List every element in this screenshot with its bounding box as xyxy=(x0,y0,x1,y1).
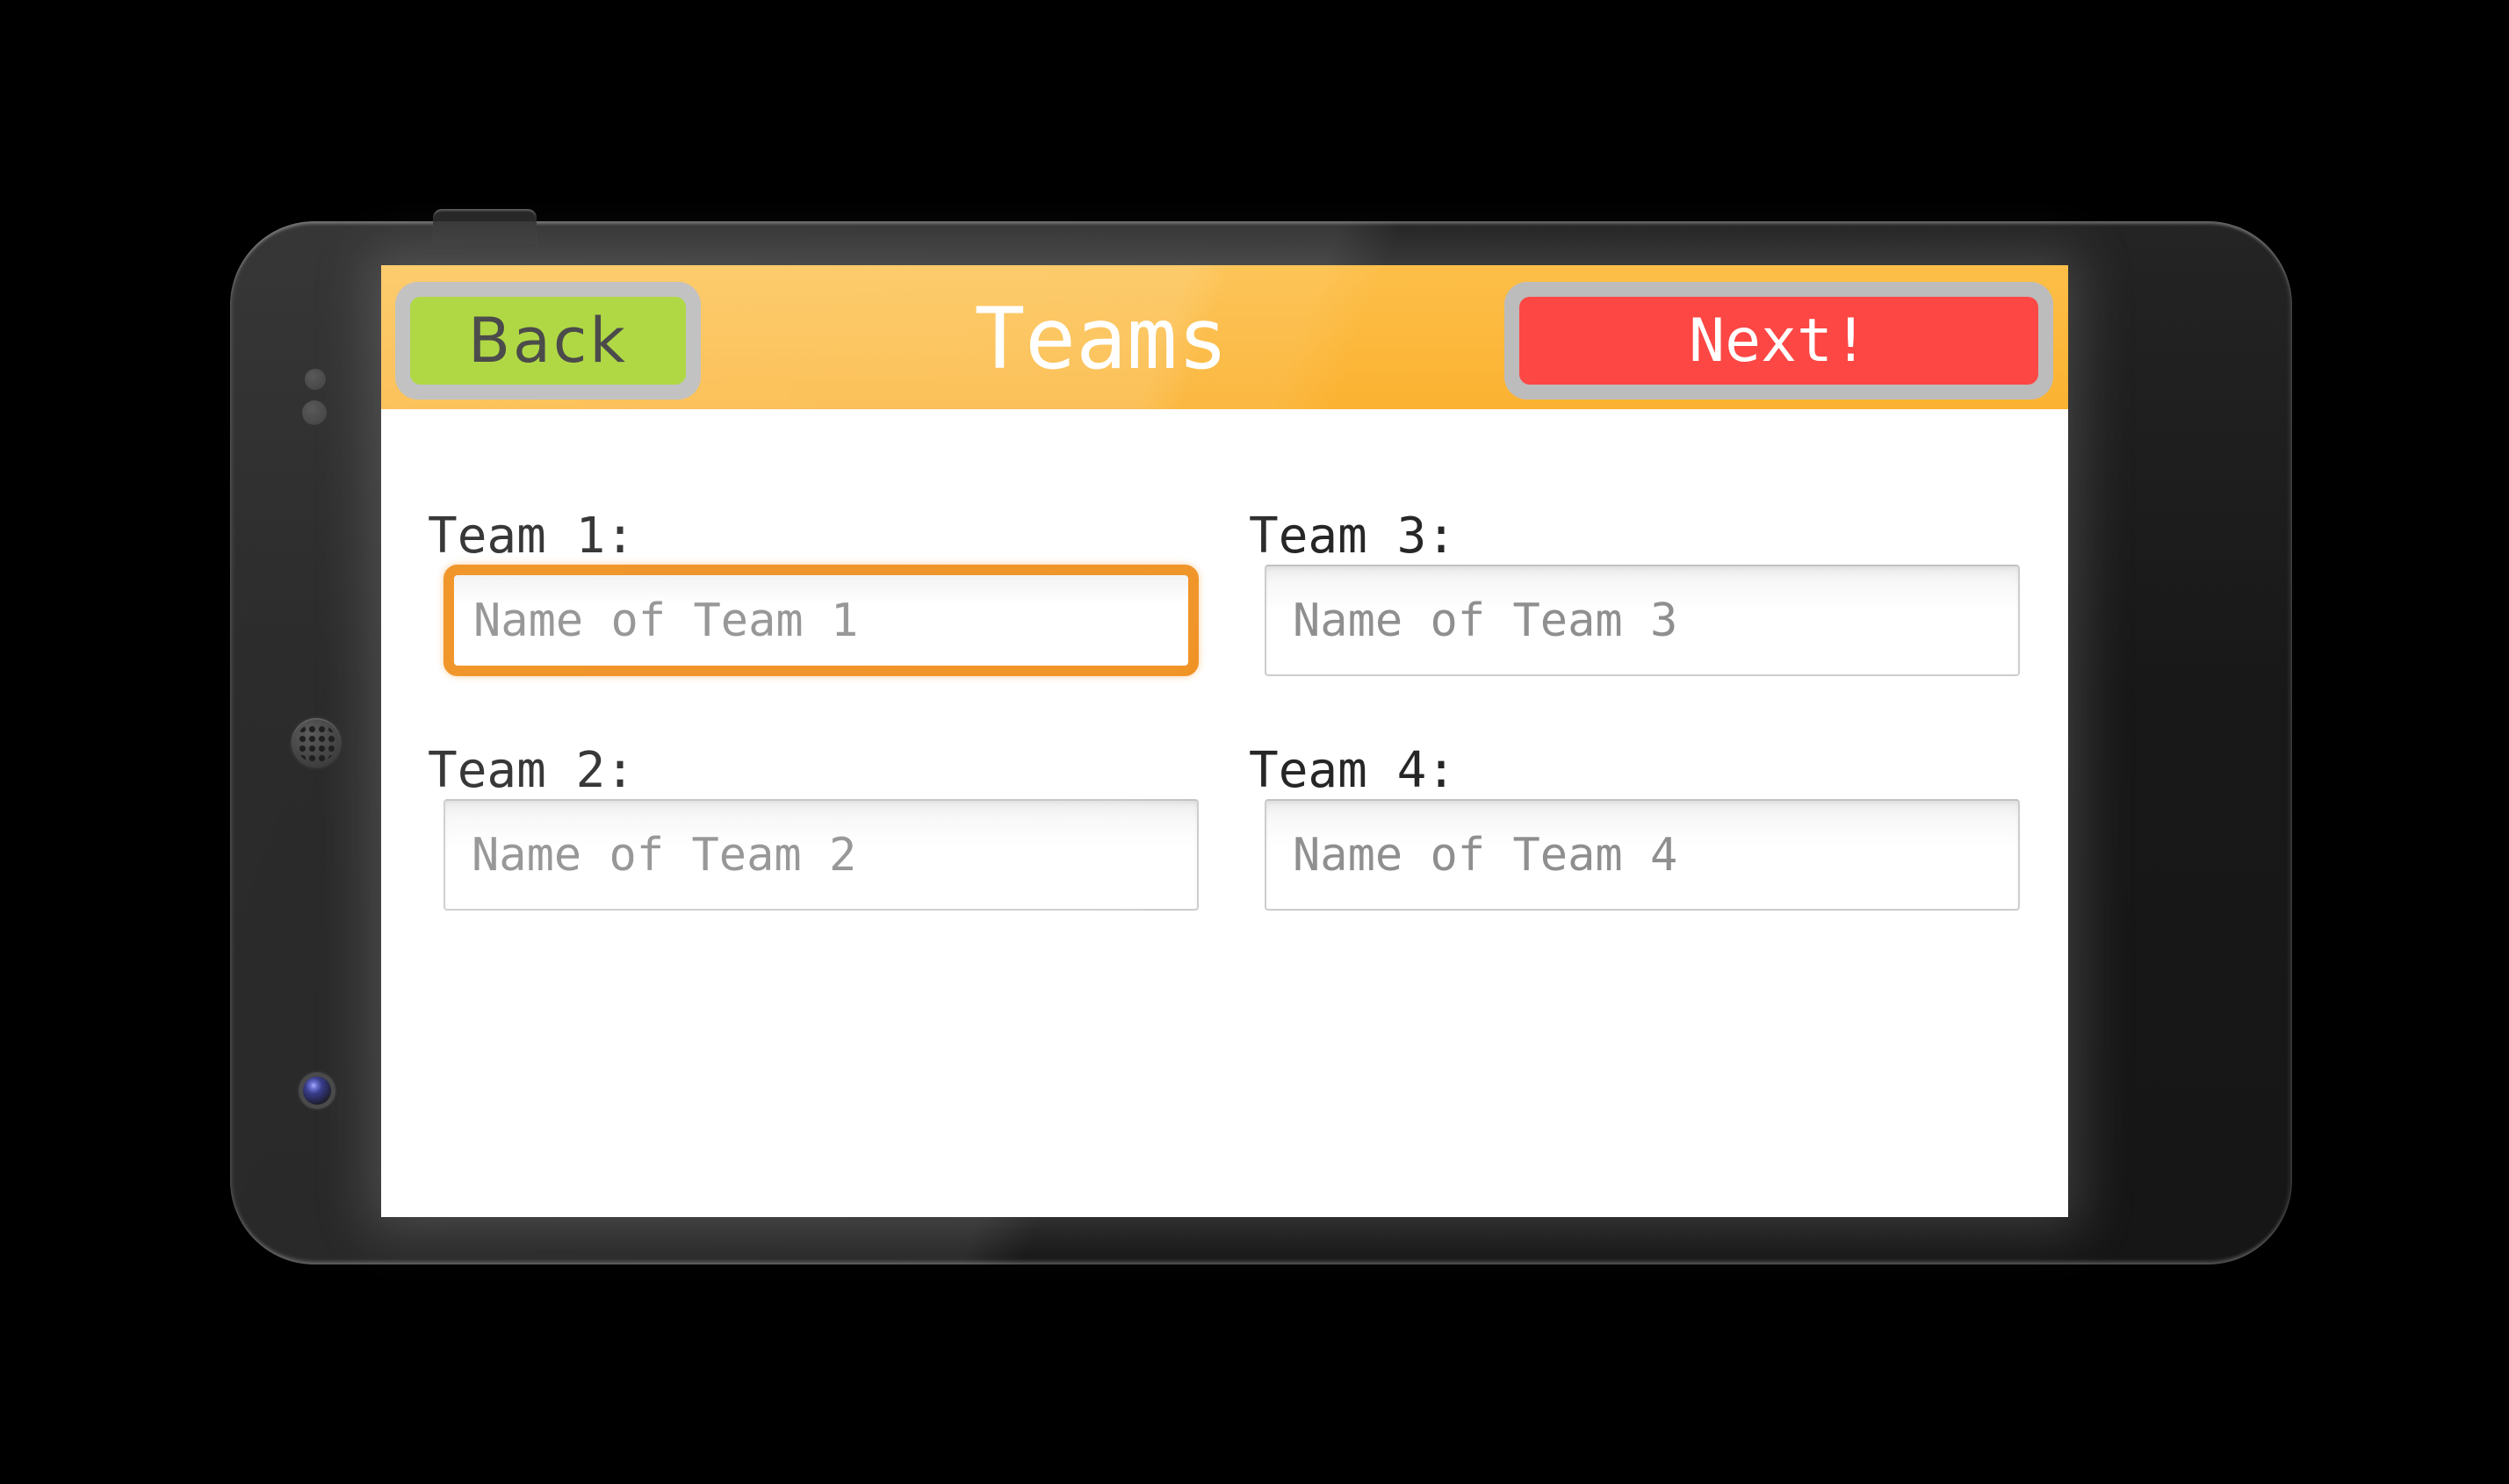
team-1-label: Team 1: xyxy=(428,508,636,565)
header-bar: Back Teams Next! xyxy=(381,265,2068,409)
team-3-label: Team 3: xyxy=(1249,508,1457,565)
team-2-label: Team 2: xyxy=(428,742,636,799)
back-button-label: Back xyxy=(410,297,686,385)
back-button[interactable]: Back xyxy=(395,282,701,400)
ambient-sensor-icon xyxy=(302,400,327,425)
power-button xyxy=(433,209,537,244)
team-4-label: Team 4: xyxy=(1249,742,1457,799)
front-camera-icon xyxy=(303,1077,331,1105)
app-screen: Back Teams Next! Team 1: Team 3: Team 2:… xyxy=(381,265,2068,1217)
next-button-label: Next! xyxy=(1519,297,2038,385)
next-button[interactable]: Next! xyxy=(1504,282,2053,400)
page-title: Teams xyxy=(974,290,1229,388)
phone-frame: Back Teams Next! Team 1: Team 3: Team 2:… xyxy=(230,209,2292,1264)
team-3-input[interactable] xyxy=(1265,565,2020,676)
team-4-input[interactable] xyxy=(1265,799,2020,911)
speaker-grille-icon xyxy=(292,718,341,767)
proximity-sensor-icon xyxy=(305,369,326,390)
team-2-input[interactable] xyxy=(443,799,1199,911)
team-1-input[interactable] xyxy=(443,565,1199,676)
